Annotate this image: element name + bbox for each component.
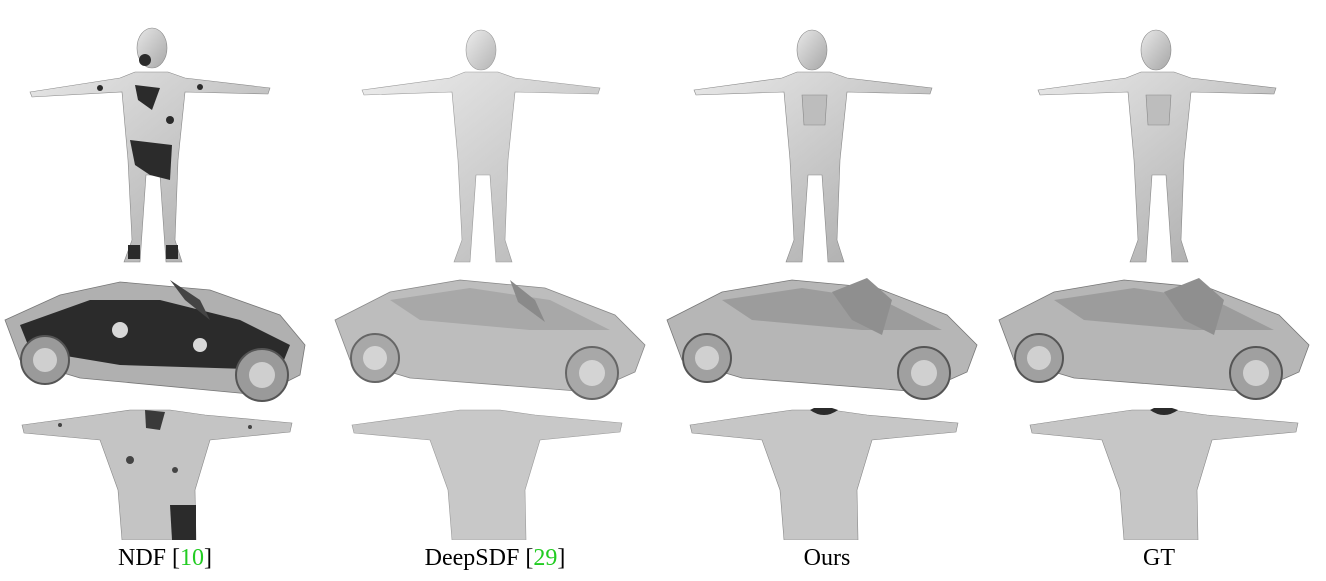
human-mesh-gt: [1037, 29, 1277, 263]
human-mesh-ours: [693, 29, 933, 263]
caption-ndf: NDF [10]: [117, 545, 212, 571]
deepsdf-renders: [334, 29, 646, 540]
car-mesh-gt: [998, 278, 1310, 400]
human-mesh-deepsdf: [361, 29, 601, 263]
column-ndf: NDF [10]: [0, 0, 330, 581]
garment-mesh-ndf: [21, 409, 293, 540]
column-ours: Ours: [662, 0, 992, 581]
garment-mesh-deepsdf: [351, 409, 623, 540]
garment-mesh-gt: [1029, 408, 1299, 540]
citation-ndf[interactable]: 10: [180, 545, 204, 571]
car-mesh-ndf: [4, 280, 306, 402]
column-deepsdf: DeepSDF [29]: [330, 0, 660, 581]
human-artifacts-ndf: [97, 54, 203, 259]
column-gt: GT: [994, 0, 1324, 581]
ndf-renders: [4, 27, 306, 540]
car-mesh-deepsdf: [334, 279, 646, 400]
caption-deepsdf: DeepSDF [29]: [424, 545, 566, 571]
ours-renders: [666, 29, 978, 540]
car-mesh-ours: [666, 278, 978, 400]
caption-gt: GT: [1143, 545, 1175, 571]
gt-renders: [998, 29, 1310, 540]
citation-deepsdf[interactable]: 29: [533, 545, 558, 571]
garment-mesh-ours: [689, 408, 959, 540]
caption-ours: Ours: [803, 545, 851, 571]
